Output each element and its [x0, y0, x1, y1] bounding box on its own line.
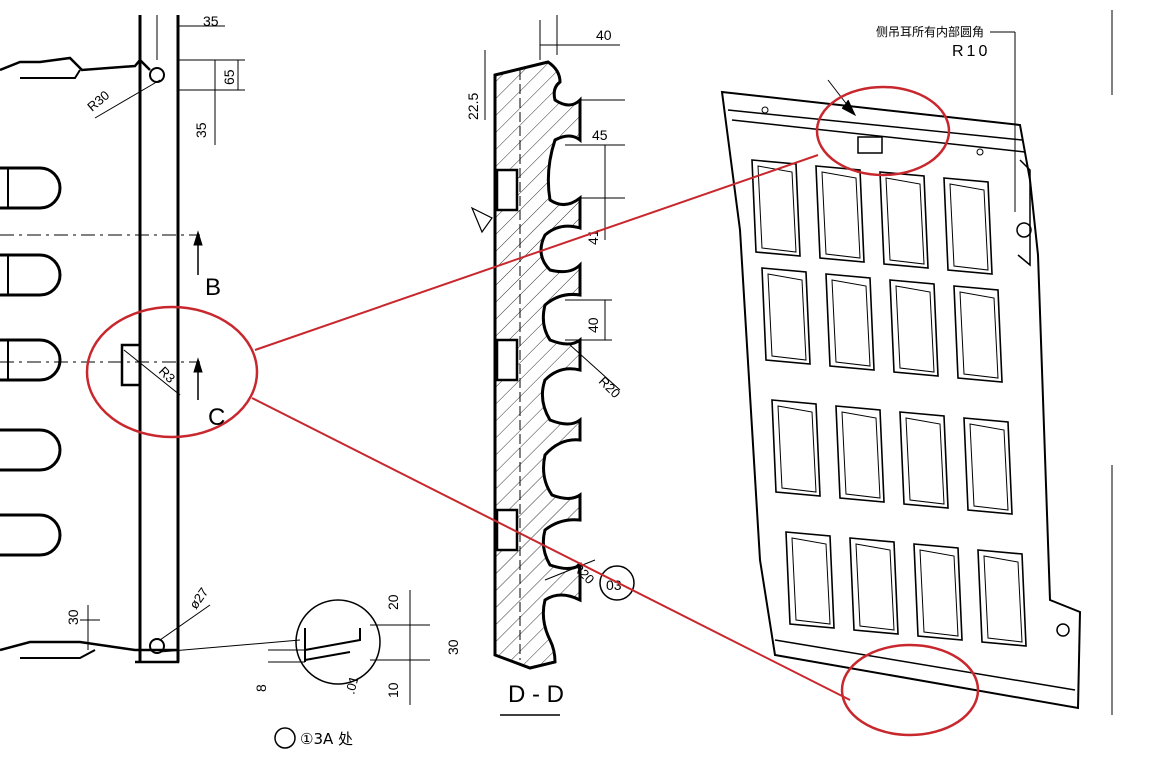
- callout-circle-iso-top: [815, 85, 951, 177]
- pocket-9: [771, 399, 821, 497]
- iso-note-text: 侧吊耳所有内部圆角: [876, 24, 984, 39]
- pocket-10: [835, 405, 885, 503]
- pocket-inner-4: [949, 183, 989, 271]
- plate-outline: [720, 90, 1082, 710]
- top-bracket: [0, 56, 151, 72]
- slot-4: [0, 428, 62, 472]
- callout-circle-left: [85, 305, 259, 439]
- pocket-grid: [751, 159, 1027, 647]
- slot-1: [0, 166, 62, 210]
- pocket-inner-12: [969, 423, 1009, 511]
- pocket-inner-7: [895, 285, 935, 373]
- slot-3: [0, 338, 62, 382]
- dim-r3: R3: [156, 364, 178, 386]
- dim-40-top: 40: [596, 27, 612, 43]
- pocket-inner-14: [855, 543, 895, 631]
- dim-8: 8: [253, 684, 269, 692]
- pocket-inner-1: [757, 165, 797, 253]
- pocket-inner-11: [905, 417, 945, 505]
- slot-5: [0, 513, 62, 557]
- dim-01: .01: [342, 674, 361, 695]
- pocket-6: [825, 273, 875, 371]
- pocket-1: [751, 159, 801, 257]
- dim-30-detail: 30: [445, 639, 461, 655]
- pocket-inner-9: [777, 405, 817, 493]
- top-hole: [149, 67, 165, 83]
- left-view: [0, 15, 430, 749]
- pocket-13: [785, 531, 835, 629]
- dim-30-left: 30: [65, 609, 81, 625]
- connector-line-bottom: [251, 397, 851, 701]
- dim-10: 10: [385, 682, 401, 698]
- bottom-hole: [149, 638, 165, 654]
- dim-20: 20: [385, 594, 401, 610]
- pocket-inner-2: [821, 171, 861, 259]
- section-view: [470, 15, 635, 716]
- frame-notch: [120, 343, 140, 387]
- dim-35-side: 35: [193, 122, 209, 138]
- callout-circle-iso-bottom: [840, 643, 980, 737]
- dim-22-5: 22.5: [465, 93, 481, 120]
- pocket-4: [943, 177, 993, 275]
- dim-d27: ø27: [186, 585, 211, 612]
- iso-view: [720, 10, 1113, 715]
- pocket-inner-6: [831, 279, 871, 367]
- dim-41: 41: [585, 229, 601, 245]
- pocket-3: [879, 171, 929, 269]
- section-label-c: C: [208, 404, 225, 431]
- pocket-16: [977, 549, 1027, 647]
- pocket-7: [889, 279, 939, 377]
- slot-2: [0, 253, 62, 297]
- dim-40-mid: 40: [585, 317, 601, 333]
- pocket-14: [849, 537, 899, 635]
- pocket-inner-15: [919, 549, 959, 637]
- circle-tag-03: 03: [606, 577, 622, 593]
- dim-65: 65: [221, 69, 237, 85]
- pocket-2: [815, 165, 865, 263]
- section-label-dd: D - D: [508, 681, 564, 708]
- section-label-b: B: [205, 274, 221, 301]
- pocket-inner-10: [841, 411, 881, 499]
- pocket-inner-13: [791, 537, 831, 625]
- pocket-inner-5: [767, 273, 807, 361]
- dim-45: 45: [592, 127, 608, 143]
- pocket-15: [913, 543, 963, 641]
- dim-35-top: 35: [203, 13, 219, 29]
- pocket-8: [953, 285, 1003, 383]
- connector-line-top: [254, 154, 819, 351]
- pocket-inner-8: [959, 291, 999, 379]
- pocket-inner-3: [885, 177, 925, 265]
- dim-r20-a: R20: [596, 374, 623, 401]
- iso-note-radius: R10: [952, 43, 990, 60]
- pocket-inner-16: [983, 555, 1023, 643]
- pocket-5: [761, 267, 811, 365]
- detail-circle: [295, 599, 381, 685]
- detail-note: ①3A 处: [300, 730, 353, 748]
- pocket-12: [963, 417, 1013, 515]
- pocket-11: [899, 411, 949, 509]
- bottom-bracket: [0, 640, 180, 664]
